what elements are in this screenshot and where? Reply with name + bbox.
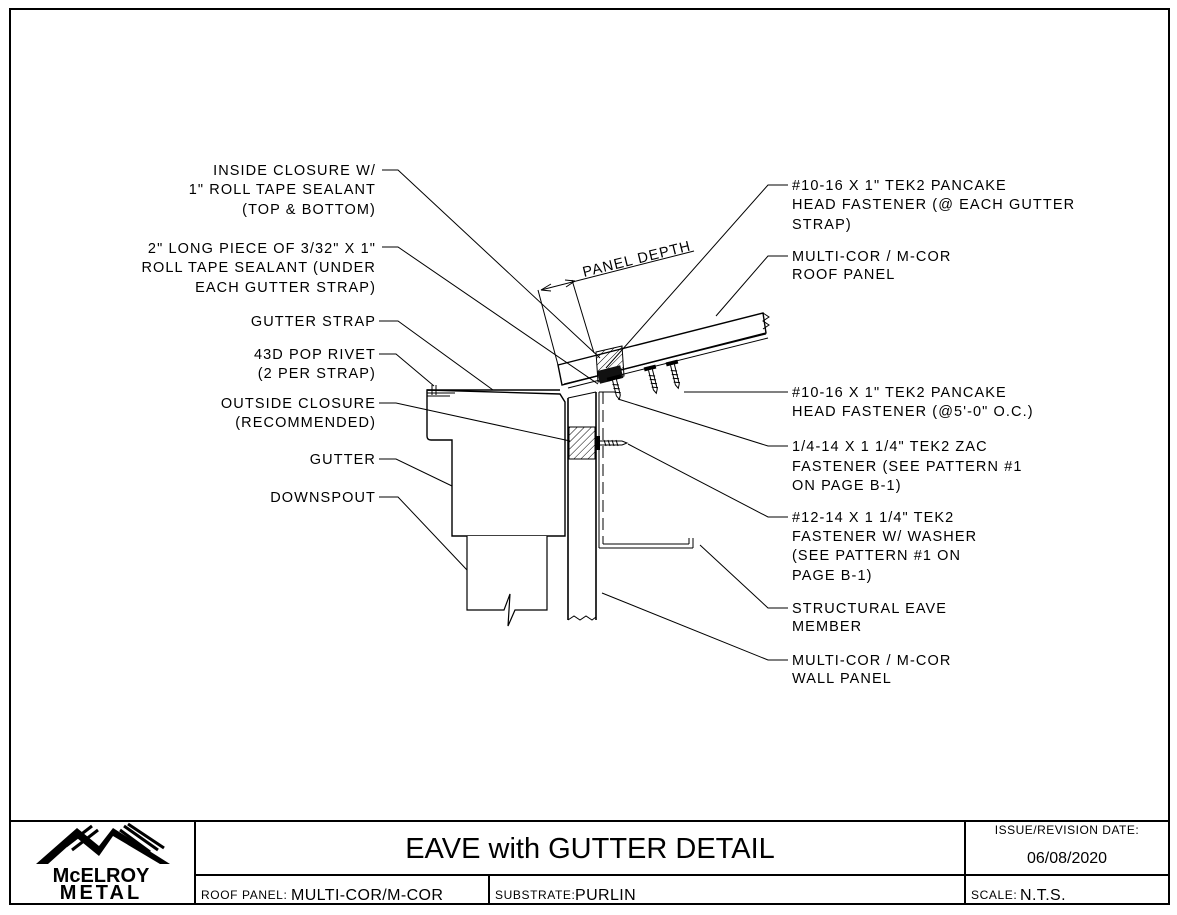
svg-text:METAL: METAL: [60, 882, 142, 904]
callout-outside-closure: OUTSIDE CLOSURE (RECOMMENDED): [221, 396, 376, 431]
svg-text:GUTTER STRAP: GUTTER STRAP: [251, 314, 376, 330]
svg-text:MEMBER: MEMBER: [792, 619, 862, 635]
svg-text:#10-16 X 1" TEK2 PANCAKE: #10-16 X 1" TEK2 PANCAKE: [792, 385, 1007, 401]
callout-wall-panel: MULTI-COR / M-COR WALL PANEL: [792, 653, 951, 687]
svg-text:43D POP RIVET: 43D POP RIVET: [254, 347, 376, 363]
title-block: McELROY METAL EAVE with GUTTER DETAIL IS…: [10, 820, 1169, 904]
svg-text:PAGE B-1): PAGE B-1): [792, 568, 873, 584]
callout-zac-fastener: 1/4-14 X 1 1/4" TEK2 ZAC FASTENER (SEE P…: [792, 439, 1023, 494]
svg-text:FASTENER W/ WASHER: FASTENER W/ WASHER: [792, 529, 977, 545]
callout-pancake-oc: #10-16 X 1" TEK2 PANCAKE HEAD FASTENER (…: [792, 385, 1034, 420]
svg-text:#12-14 X 1 1/4" TEK2: #12-14 X 1 1/4" TEK2: [792, 510, 954, 526]
svg-text:1/4-14 X 1 1/4" TEK2 ZAC: 1/4-14 X 1 1/4" TEK2 ZAC: [792, 439, 988, 455]
svg-text:2" LONG PIECE OF 3/32" X 1": 2" LONG PIECE OF 3/32" X 1": [148, 241, 376, 257]
downspout: [466, 536, 548, 627]
svg-text:MULTI-COR / M-COR: MULTI-COR / M-COR: [792, 249, 951, 265]
svg-text:DOWNSPOUT: DOWNSPOUT: [270, 490, 376, 506]
outside-closure: [568, 426, 596, 460]
roof-panel-label: ROOF PANEL:: [201, 888, 287, 902]
svg-text:FASTENER (SEE PATTERN #1: FASTENER (SEE PATTERN #1: [792, 459, 1023, 475]
svg-text:INSIDE CLOSURE W/: INSIDE CLOSURE W/: [213, 163, 376, 179]
svg-text:(SEE PATTERN #1 ON: (SEE PATTERN #1 ON: [792, 548, 961, 564]
issue-date: 06/08/2020: [1027, 850, 1107, 867]
callout-inside-closure: INSIDE CLOSURE W/ 1" ROLL TAPE SEALANT (…: [189, 163, 376, 218]
svg-text:OUTSIDE CLOSURE: OUTSIDE CLOSURE: [221, 396, 376, 412]
svg-text:(2 PER STRAP): (2 PER STRAP): [258, 366, 376, 382]
callout-downspout: DOWNSPOUT: [270, 490, 376, 506]
svg-text:#10-16 X 1" TEK2 PANCAKE: #10-16 X 1" TEK2 PANCAKE: [792, 178, 1007, 194]
callout-long-piece: 2" LONG PIECE OF 3/32" X 1" ROLL TAPE SE…: [141, 241, 376, 296]
callout-pop-rivet: 43D POP RIVET (2 PER STRAP): [254, 347, 376, 382]
svg-text:EACH GUTTER STRAP): EACH GUTTER STRAP): [195, 280, 376, 296]
structural-eave-member: [598, 391, 694, 549]
svg-text:ROOF PANEL: ROOF PANEL: [792, 267, 895, 283]
svg-text:ON PAGE B-1): ON PAGE B-1): [792, 478, 902, 494]
substrate-label: SUBSTRATE:: [495, 888, 575, 902]
wall-panel: [567, 391, 597, 621]
svg-text:HEAD FASTENER (@5'-0" O.C.): HEAD FASTENER (@5'-0" O.C.): [792, 404, 1034, 420]
svg-text:STRUCTURAL EAVE: STRUCTURAL EAVE: [792, 601, 947, 617]
svg-text:MULTI-COR / M-COR: MULTI-COR / M-COR: [792, 653, 951, 669]
scale-label: SCALE:: [971, 888, 1017, 902]
svg-text:McELROY: McELROY: [53, 865, 150, 887]
callout-pancake-strap: #10-16 X 1" TEK2 PANCAKE HEAD FASTENER (…: [792, 178, 1075, 233]
svg-text:1" ROLL TAPE SEALANT: 1" ROLL TAPE SEALANT: [189, 182, 376, 198]
substrate-value: PURLIN: [575, 887, 636, 904]
svg-text:(TOP & BOTTOM): (TOP & BOTTOM): [242, 202, 376, 218]
gutter: [426, 385, 566, 537]
callout-gutter-strap: GUTTER STRAP: [251, 314, 376, 330]
wall-fastener: [596, 436, 629, 450]
drawing-title: EAVE with GUTTER DETAIL: [405, 833, 775, 865]
callout-washer-fastener: #12-14 X 1 1/4" TEK2 FASTENER W/ WASHER …: [792, 510, 977, 584]
roof-panel: [557, 312, 770, 389]
callout-roof-panel: MULTI-COR / M-COR ROOF PANEL: [792, 249, 951, 283]
svg-text:ROLL TAPE SEALANT (UNDER: ROLL TAPE SEALANT (UNDER: [141, 260, 376, 276]
svg-text:STRAP): STRAP): [792, 217, 852, 233]
callout-gutter: GUTTER: [310, 452, 376, 468]
svg-text:HEAD FASTENER (@ EACH GUTTER: HEAD FASTENER (@ EACH GUTTER: [792, 197, 1075, 213]
svg-text:WALL PANEL: WALL PANEL: [792, 671, 892, 687]
roof-panel-value: MULTI-COR/M-COR: [291, 887, 443, 904]
mcelroy-logo: McELROY METAL: [36, 822, 170, 904]
issue-label: ISSUE/REVISION DATE:: [995, 823, 1139, 837]
svg-text:GUTTER: GUTTER: [310, 452, 376, 468]
panel-depth-label: PANEL DEPTH: [581, 238, 693, 280]
leader-lines: [379, 169, 788, 661]
sheet-border: [9, 8, 1170, 905]
svg-text:(RECOMMENDED): (RECOMMENDED): [235, 415, 376, 431]
scale-value: N.T.S.: [1020, 887, 1066, 904]
callout-structural-eave: STRUCTURAL EAVE MEMBER: [792, 601, 947, 635]
